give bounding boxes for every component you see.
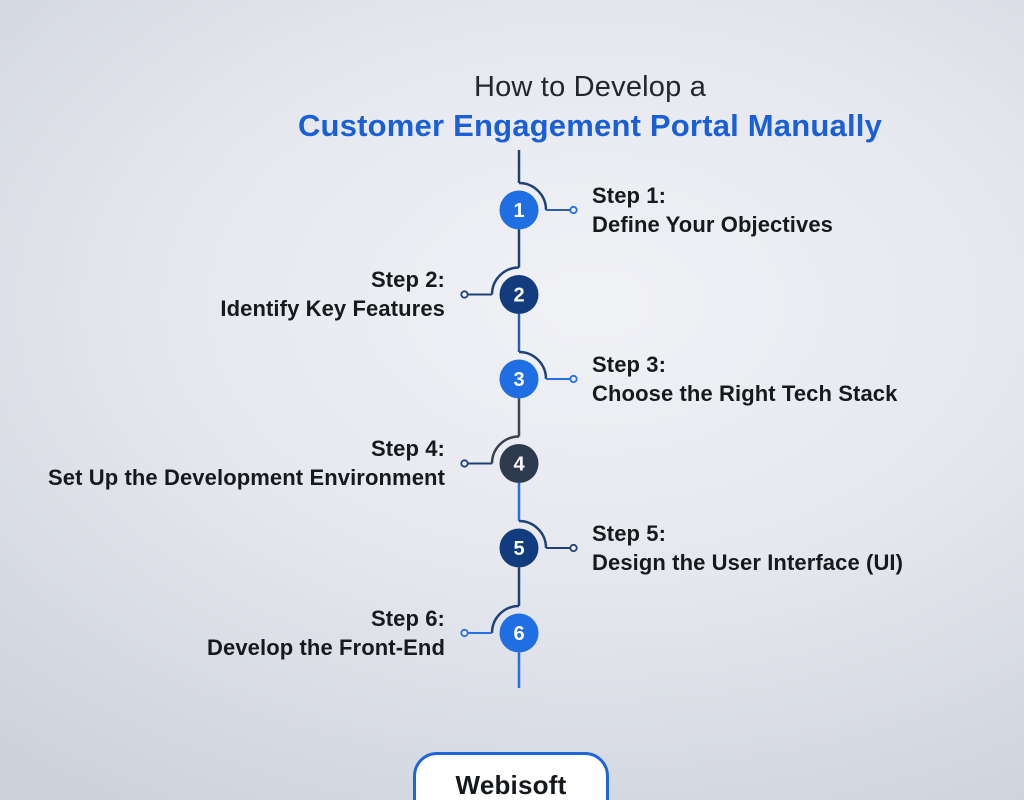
step-4-end-dot <box>460 459 469 468</box>
step-1-title: Step 1: <box>592 183 667 208</box>
step-4-title: Step 4: <box>370 436 445 461</box>
page-title: How to Develop a Customer Engagement Por… <box>90 68 1024 146</box>
step-3-number: 3 <box>513 369 524 391</box>
step-5-number: 5 <box>513 538 524 560</box>
step-3-arc <box>518 350 548 380</box>
step-4-description: Set Up the Development Environment <box>47 465 445 490</box>
step-5-end-dot <box>569 543 578 553</box>
title-line-1: How to Develop a <box>473 71 707 103</box>
step-5-title: Step 5: <box>592 521 667 546</box>
step-3-title: Step 3: <box>592 352 667 377</box>
step-2-end-dot <box>460 290 469 299</box>
step-3-label: Step 3: Choose the Right Tech Stack <box>592 350 897 408</box>
step-6-node <box>499 613 539 653</box>
step-6-label: Step 6: Develop the Front-End <box>207 604 445 662</box>
step-2-title: Step 2: <box>370 267 445 292</box>
step-6-title: Step 6: <box>370 606 445 631</box>
step-5-node <box>499 528 539 568</box>
step-6-arc <box>490 604 520 634</box>
step-1-node <box>499 190 539 230</box>
step-1-label: Step 1: Define Your Objectives <box>592 181 833 239</box>
step-3-description: Choose the Right Tech Stack <box>592 381 898 406</box>
step-5-arc <box>518 519 548 549</box>
step-5-description: Design the User Interface (UI) <box>592 550 904 575</box>
brand-logo-text: Webisoft <box>455 770 567 800</box>
step-5-label: Step 5: Design the User Interface (UI) <box>592 519 903 577</box>
step-2-label: Step 2: Identify Key Features <box>220 265 445 323</box>
step-1-arc <box>518 181 548 211</box>
step-2-number: 2 <box>513 285 524 307</box>
brand-badge: Webisoft <box>413 752 609 800</box>
step-3-node <box>499 359 539 399</box>
step-3-end-dot <box>569 374 578 384</box>
step-1-number: 1 <box>513 200 524 222</box>
step-1-description: Define Your Objectives <box>592 212 834 237</box>
step-4-arc <box>490 435 520 464</box>
step-4-label: Step 4: Set Up the Development Environme… <box>48 434 445 492</box>
step-6-end-dot <box>460 628 469 638</box>
step-6-description: Develop the Front-End <box>207 635 445 660</box>
step-2-description: Identify Key Features <box>220 296 445 321</box>
step-6-number: 6 <box>513 623 524 645</box>
step-2-arc <box>490 266 520 295</box>
step-2-node <box>499 275 539 314</box>
title-line-2: Customer Engagement Portal Manually <box>297 108 883 143</box>
step-1-end-dot <box>569 205 578 215</box>
step-4-number: 4 <box>513 454 525 476</box>
step-4-node <box>499 444 539 483</box>
